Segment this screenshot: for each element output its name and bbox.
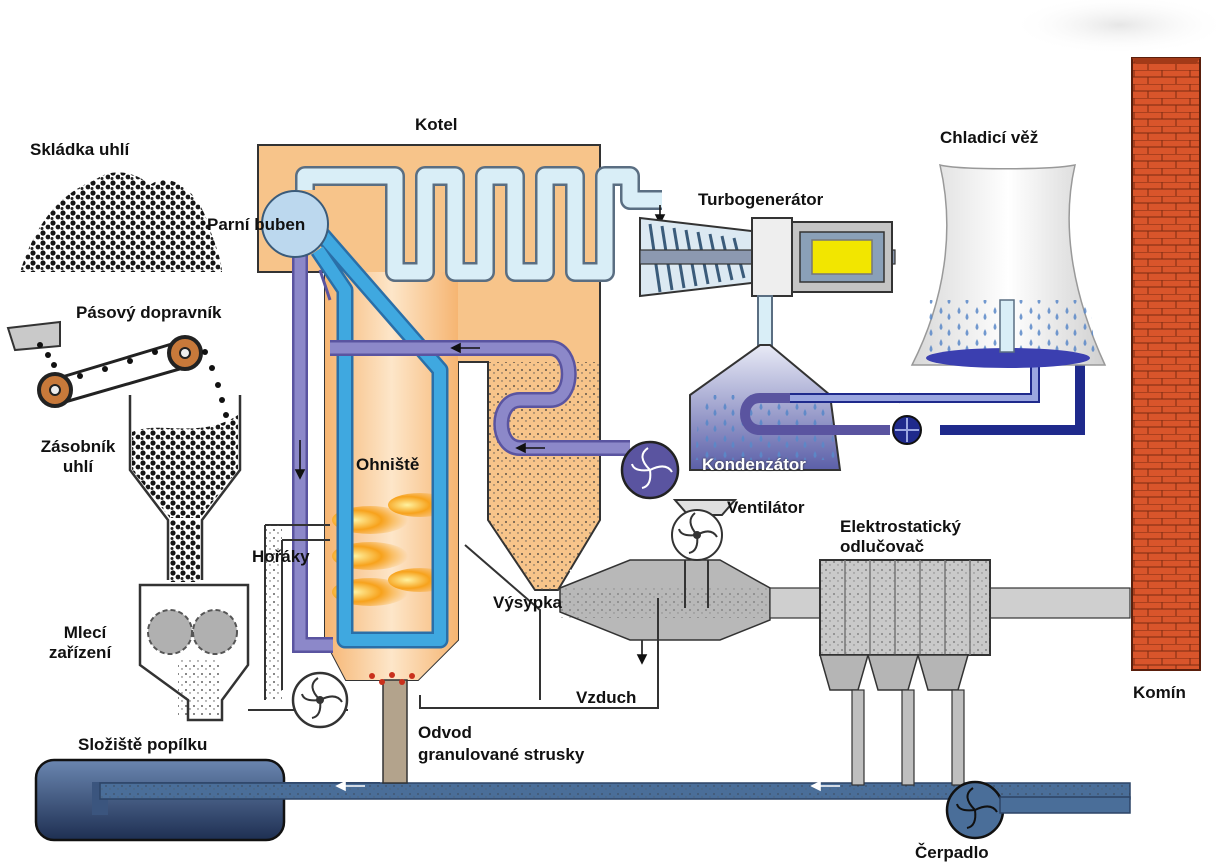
slag-embers bbox=[369, 672, 415, 685]
ash-pump bbox=[945, 780, 1131, 840]
label-coal-bunker-line2: uhlí bbox=[62, 457, 94, 476]
electrostatic-precipitator bbox=[819, 559, 991, 786]
label-ash-storage: Složiště popílku bbox=[78, 735, 208, 754]
label-furnace: Ohniště bbox=[356, 455, 420, 474]
slag-outlet bbox=[382, 679, 408, 784]
label-fan: Ventilátor bbox=[727, 498, 805, 517]
flue-gas-duct bbox=[559, 559, 1131, 641]
mill bbox=[138, 583, 250, 722]
label-slag-outlet-line1: Odvod bbox=[418, 723, 472, 742]
label-mill-line2: zařízení bbox=[48, 643, 112, 662]
label-boiler: Kotel bbox=[415, 115, 458, 134]
label-pump: Čerpadlo bbox=[915, 843, 989, 862]
condenser bbox=[689, 344, 890, 471]
label-precipitator-line2: odlučovač bbox=[840, 537, 925, 556]
label-mill-line1: Mlecí bbox=[63, 623, 107, 642]
label-steam-drum: Parní buben bbox=[207, 215, 306, 234]
label-slag-outlet-line2: granulované strusky bbox=[418, 745, 585, 764]
belt-conveyor bbox=[6, 320, 229, 418]
cooling-tower bbox=[910, 163, 1107, 368]
label-air: Vzduch bbox=[576, 688, 637, 707]
label-burners: Hořáky bbox=[252, 547, 310, 566]
label-belt-conveyor: Pásový dopravník bbox=[76, 303, 222, 322]
chimney bbox=[1131, 57, 1201, 671]
label-cooling-tower: Chladicí věž bbox=[940, 128, 1039, 147]
label-turbogenerator: Turbogenerátor bbox=[698, 190, 824, 209]
coal-yard-pile bbox=[20, 172, 222, 272]
fan bbox=[671, 499, 738, 608]
coal-bunker bbox=[128, 395, 242, 582]
ash-storage bbox=[34, 758, 380, 842]
primary-air-fan bbox=[291, 671, 349, 729]
smoke-cloud bbox=[1010, 0, 1216, 55]
label-condenser: Kondenzátor bbox=[702, 455, 806, 474]
label-coal-bunker-line1: Zásobník bbox=[40, 437, 116, 456]
label-hopper: Výsypka bbox=[493, 593, 562, 612]
steam-drum bbox=[261, 190, 329, 258]
condensate-pump bbox=[620, 440, 680, 500]
label-coal-yard: Skládka uhlí bbox=[30, 140, 130, 159]
turbogenerator bbox=[639, 216, 896, 347]
label-chimney: Komín bbox=[1133, 683, 1186, 702]
label-precipitator-line1: Elektrostatický bbox=[840, 517, 961, 536]
